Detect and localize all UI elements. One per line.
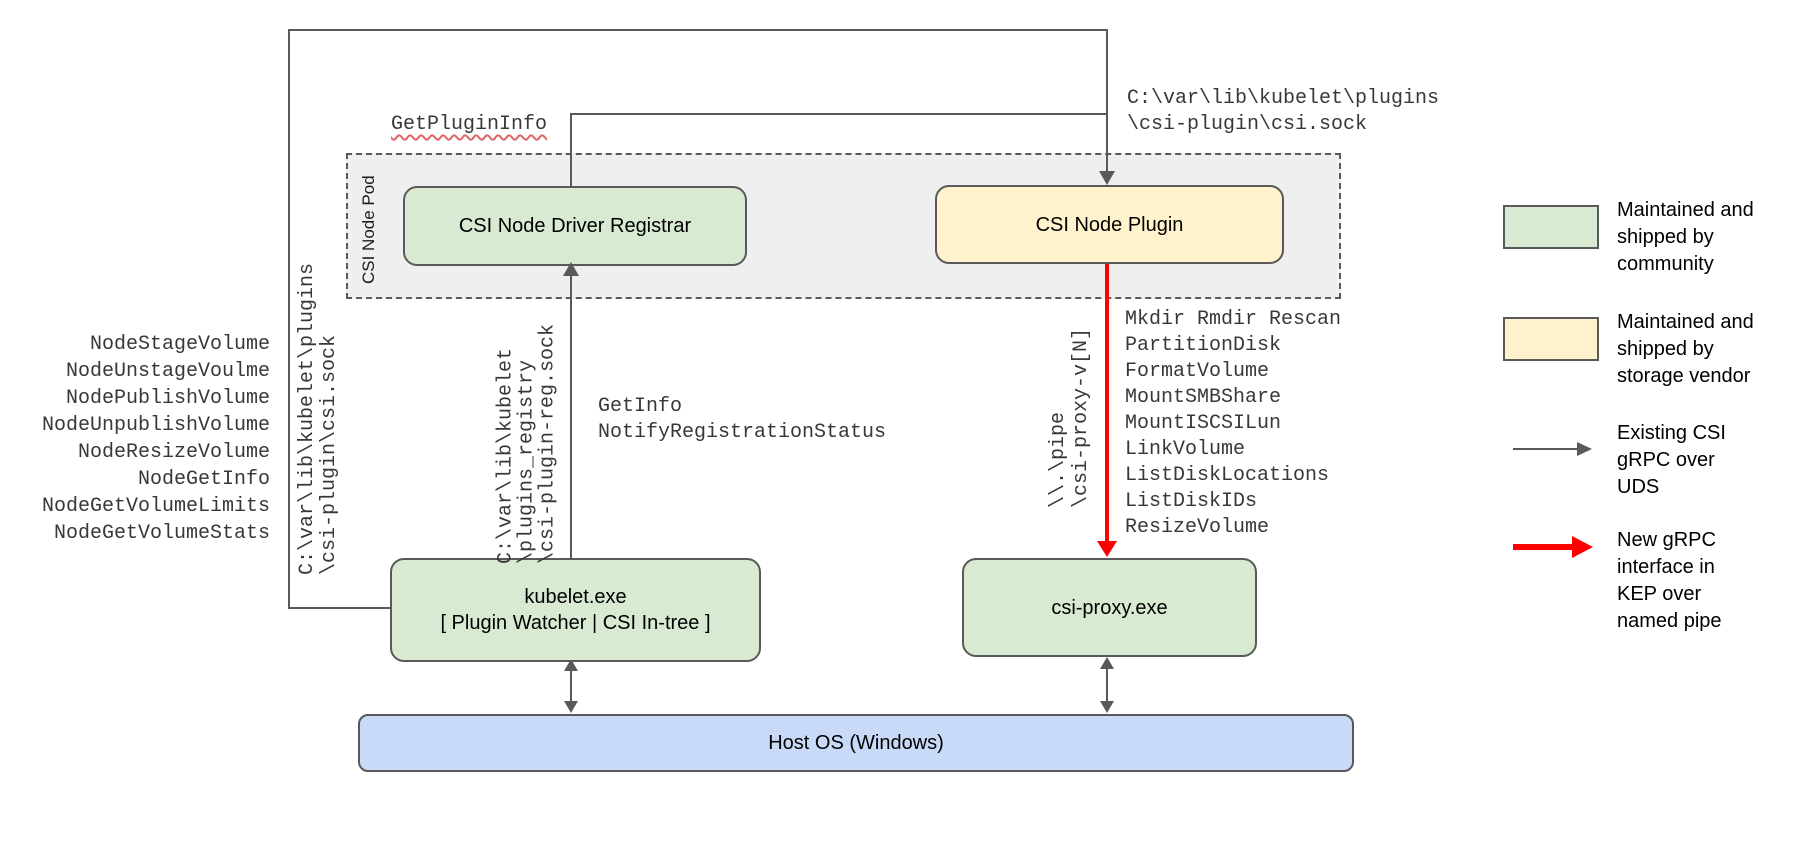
- method-list-line: MountSMBShare: [1125, 386, 1282, 409]
- method-list-line: ResizeVolume: [1125, 516, 1270, 539]
- method-list-line: LinkVolume: [1125, 438, 1246, 461]
- legend-community-label: Maintained and shipped by community: [1617, 199, 1754, 275]
- method-list-line: NodeStageVolume: [89, 333, 270, 356]
- method-list-line: Mkdir Rmdir Rescan: [1125, 308, 1342, 331]
- method-list-line: NodeGetVolumeLimits: [41, 495, 270, 518]
- connector-kubelet-plugin-top: [288, 29, 1108, 31]
- method-list-line: GetInfo: [598, 395, 683, 418]
- connector-plugin-csiproxy-red: [1105, 260, 1109, 543]
- csi-node-pod-label: CSI Node Pod: [359, 175, 378, 284]
- legend-community-swatch: [1503, 205, 1599, 249]
- method-list-line: ListDiskLocations: [1125, 464, 1330, 487]
- connector-kubelet-plugin-left: [288, 29, 290, 609]
- legend-red-arrowhead: [1572, 536, 1593, 558]
- arrowhead-csiproxy-up: [1100, 657, 1114, 669]
- connector-csiproxy-hostos: [1106, 664, 1108, 706]
- csi-node-plugin-box: CSI Node Plugin: [935, 185, 1284, 264]
- connector-getplugininfo-horizontal: [570, 113, 1108, 115]
- legend-red-arrow-line: [1513, 544, 1572, 550]
- connector-kubelet-plugin-bottom: [288, 607, 391, 609]
- csi-sock-path-rotated-label: C:\var\lib\kubelet\plugins \csi-plugin\c…: [296, 262, 341, 575]
- method-list-line: NodeGetVolumeStats: [53, 522, 270, 545]
- legend-gray-arrowhead: [1577, 442, 1592, 456]
- arrowhead-into-plugin: [1099, 171, 1115, 185]
- legend-vendor-label: Maintained and shipped by storage vendor: [1617, 311, 1754, 387]
- method-list-line: NotifyRegistrationStatus: [598, 421, 887, 444]
- legend-existing-arrow-label: Existing CSI gRPC over UDS: [1617, 422, 1726, 498]
- red-arrowhead-into-csiproxy: [1097, 541, 1117, 557]
- method-list-line: ListDiskIDs: [1125, 490, 1258, 513]
- connector-plugin-drop: [1106, 29, 1108, 173]
- arrowhead-kubelet-up: [564, 659, 578, 671]
- kubelet-box: kubelet.exe [ Plugin Watcher | CSI In-tr…: [390, 558, 761, 662]
- legend-vendor-swatch: [1503, 317, 1599, 361]
- connector-kubelet-hostos: [570, 666, 572, 706]
- method-list-line: FormatVolume: [1125, 360, 1270, 383]
- csi-sock-path-label: C:\var\lib\kubelet\plugins \csi-plugin\c…: [1127, 87, 1440, 136]
- named-pipe-rotated-label: \\.\pipe \csi-proxy-v[N]: [1047, 327, 1093, 508]
- method-list-line: NodeResizeVolume: [77, 441, 270, 464]
- connector-getplugininfo-vertical: [570, 113, 572, 186]
- method-list-line: NodeUnstageVoulme: [65, 360, 270, 383]
- arrowhead-hostos-down-right: [1100, 701, 1114, 713]
- method-list-line: MountISCSILun: [1125, 412, 1282, 435]
- method-list-line: PartitionDisk: [1125, 334, 1282, 357]
- method-list-line: NodeUnpublishVolume: [41, 414, 270, 437]
- legend-new-arrow-label: New gRPC interface in KEP over named pip…: [1617, 529, 1722, 632]
- method-list-line: NodePublishVolume: [65, 387, 270, 410]
- host-os-box: Host OS (Windows): [358, 714, 1354, 772]
- legend-gray-arrow-line: [1513, 448, 1577, 450]
- csi-node-driver-registrar-box: CSI Node Driver Registrar: [403, 186, 747, 266]
- connector-kubelet-registrar: [570, 270, 572, 558]
- registry-sock-path-rotated-label: C:\var\lib\kubelet \plugins_registry \cs…: [494, 323, 560, 564]
- csi-proxy-box: csi-proxy.exe: [962, 558, 1257, 657]
- get-plugin-info-label: GetPluginInfo: [391, 113, 548, 136]
- arrowhead-into-registrar: [563, 262, 579, 276]
- method-list-line: NodeGetInfo: [137, 468, 270, 491]
- arrowhead-hostos-down-left: [564, 701, 578, 713]
